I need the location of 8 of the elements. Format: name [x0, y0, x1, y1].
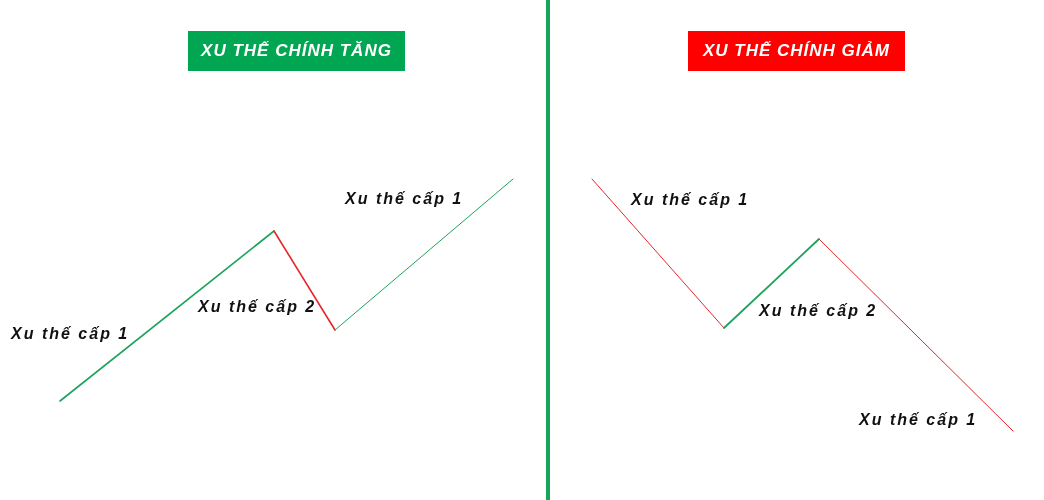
trend-label: Xu thế cấp 1 [11, 324, 130, 344]
trend-label: Xu thế cấp 1 [631, 190, 750, 210]
trend-label: Xu thế cấp 1 [345, 189, 464, 209]
trend-label: Xu thế cấp 2 [759, 301, 878, 321]
title-banner: XU THẾ CHÍNH TĂNG [188, 31, 405, 71]
trend-label: Xu thế cấp 1 [859, 410, 978, 430]
title-banner: XU THẾ CHÍNH GIẢM [688, 31, 905, 71]
trend-label: Xu thế cấp 2 [198, 297, 317, 317]
